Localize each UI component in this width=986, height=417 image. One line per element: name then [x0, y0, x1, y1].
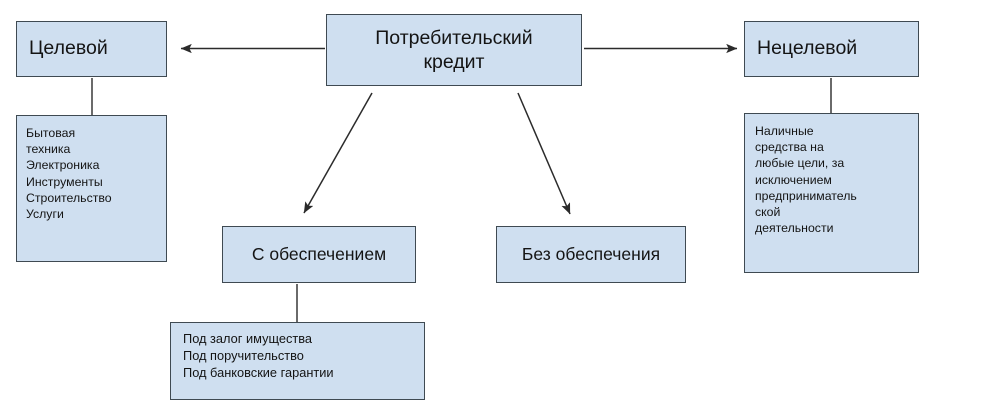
- node-targeted-purposes[interactable]: Бытовая техника Электроника Инструменты …: [16, 115, 167, 262]
- node-untargeted-purposes-label: Наличные средства на любые цели, за искл…: [755, 124, 857, 236]
- node-untargeted-purposes[interactable]: Наличные средства на любые цели, за искл…: [744, 113, 919, 273]
- node-secured-types-label: Под залог имущества Под поручительство П…: [183, 331, 334, 380]
- node-secured-label: С обеспечением: [251, 243, 387, 264]
- node-consumer-credit-label: Потребительский кредит: [375, 26, 533, 73]
- node-secured[interactable]: С обеспечением: [222, 226, 416, 283]
- node-secured-types[interactable]: Под залог имущества Под поручительство П…: [170, 322, 425, 400]
- node-untargeted[interactable]: Нецелевой: [744, 21, 919, 77]
- node-targeted-label: Целевой: [29, 37, 108, 60]
- node-untargeted-label: Нецелевой: [757, 37, 858, 60]
- edge-root-to-unsecured: [517, 92, 571, 215]
- node-unsecured-label: Без обеспечения: [521, 243, 661, 264]
- node-targeted[interactable]: Целевой: [16, 21, 167, 77]
- node-unsecured[interactable]: Без обеспечения: [496, 226, 686, 283]
- node-consumer-credit[interactable]: Потребительский кредит: [326, 14, 582, 86]
- node-targeted-purposes-label: Бытовая техника Электроника Инструменты …: [26, 126, 112, 222]
- edge-root-to-secured: [303, 92, 373, 214]
